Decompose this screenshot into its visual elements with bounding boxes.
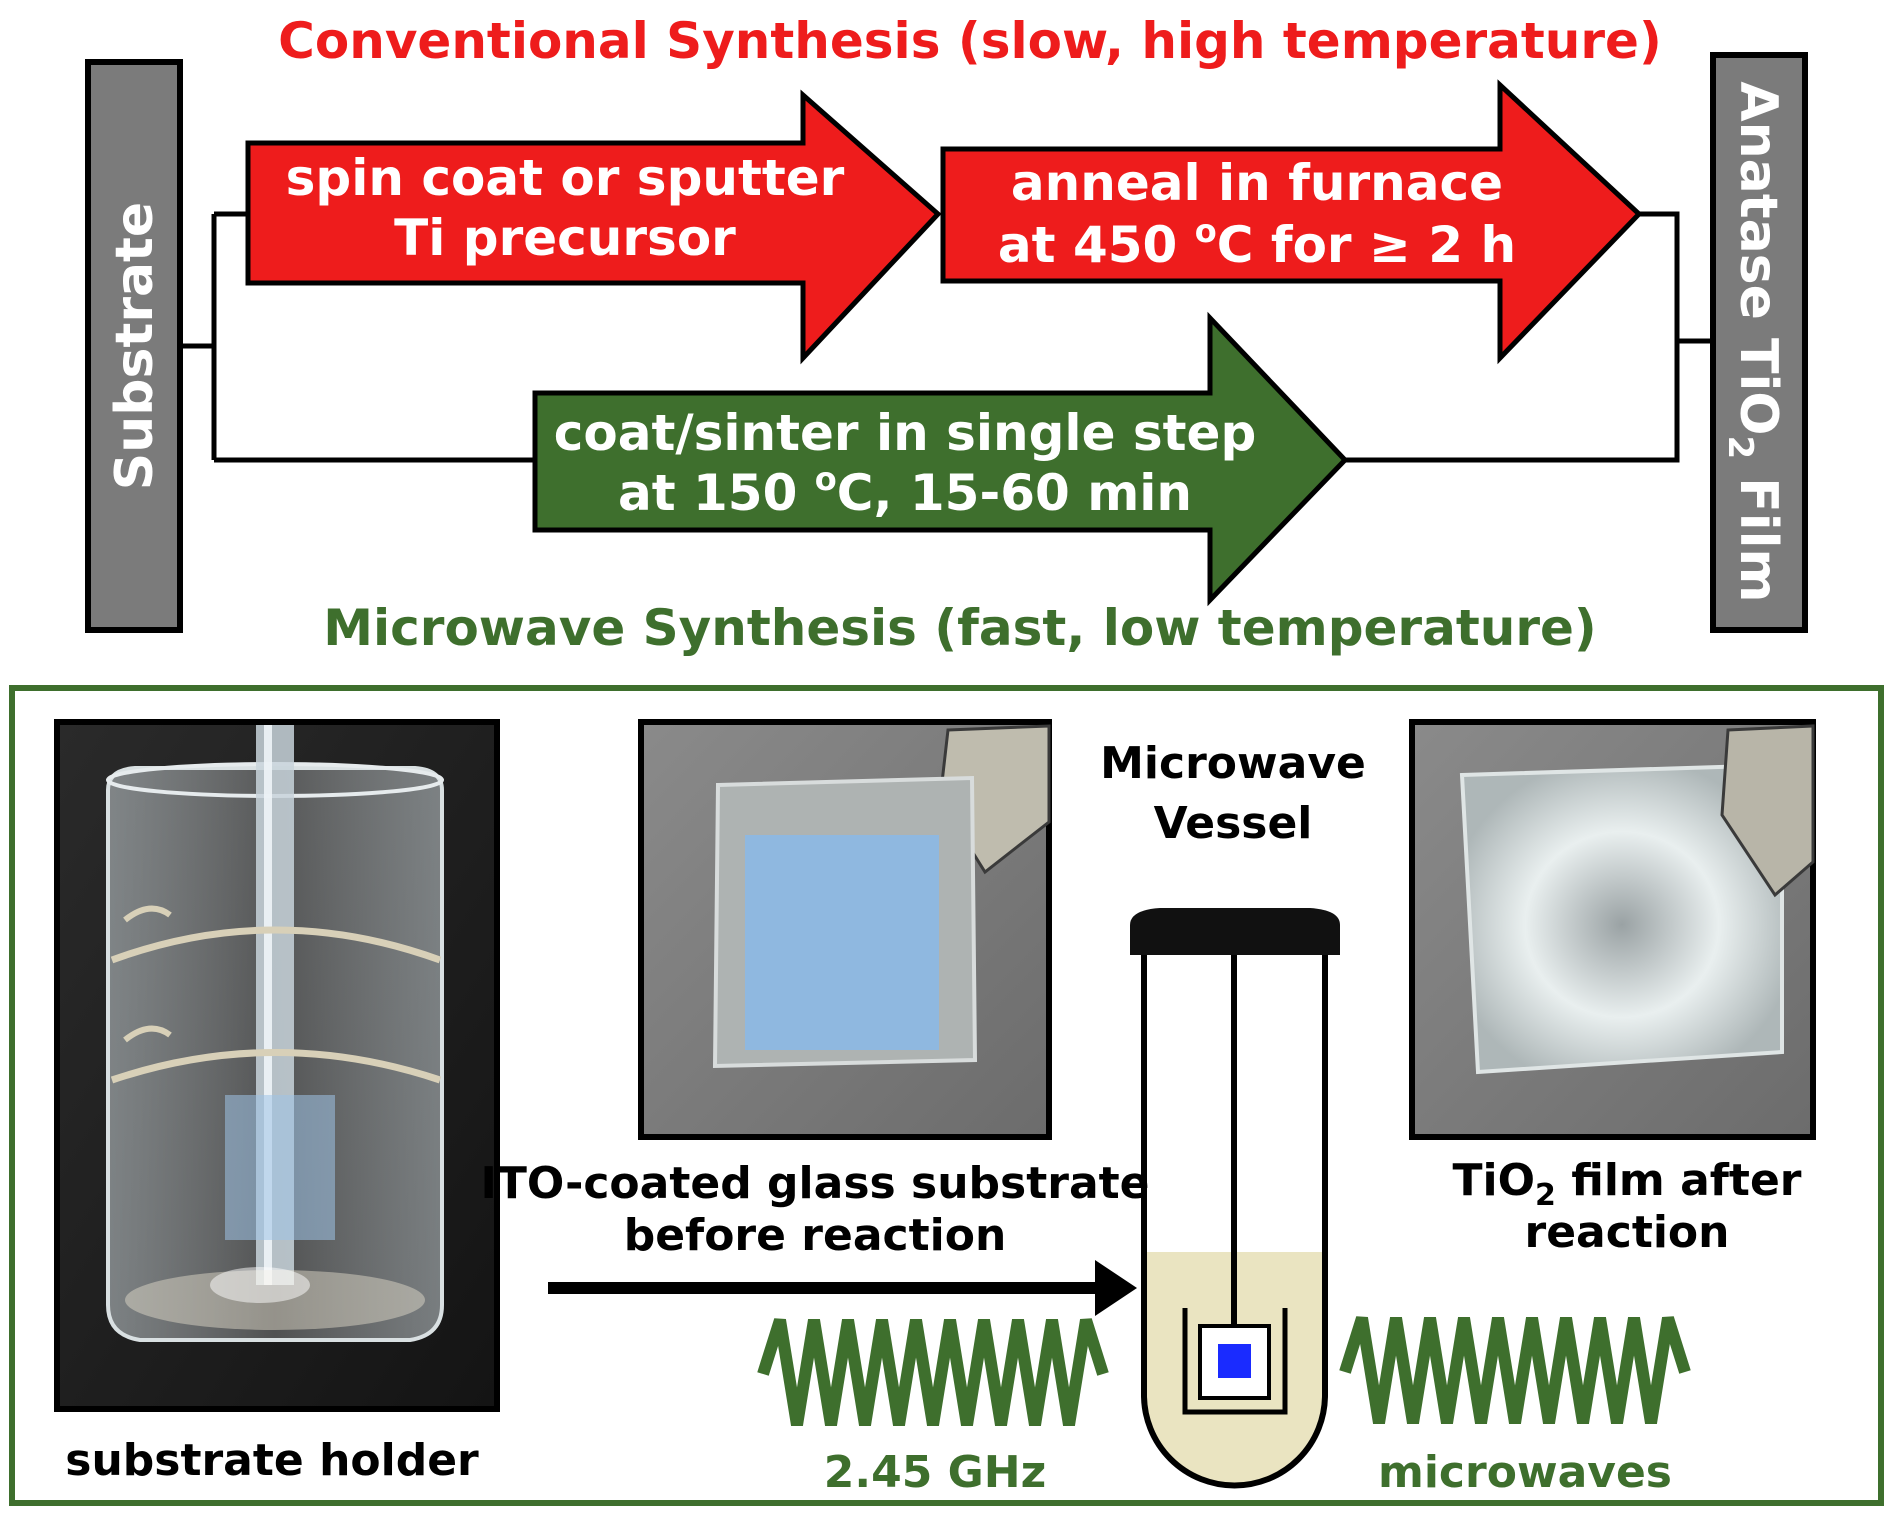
photo-substrate-holder [54,719,500,1412]
frequency-label: 2.45 GHz [824,1447,1046,1498]
title-conventional: Conventional Synthesis (slow, high tempe… [278,12,1662,70]
microwaves-label: microwaves [1378,1447,1672,1498]
vessel-label-line1: Microwave [1100,738,1366,789]
arrow-spin-coat-line2: Ti precursor [394,209,736,267]
arrow-spin-coat-line1: spin coat or sputter [286,149,845,207]
arrow-microwave-step: coat/sinter in single step at 150 oC, 15… [532,311,1349,607]
ito-caption-line2: before reaction [624,1210,1007,1261]
substrate-label: Substrate [105,202,165,490]
substrate-bar: Substrate [85,59,183,633]
connector-lines [180,211,1713,463]
photo-ito-before [638,719,1052,1140]
tio2-caption-line2: reaction [1525,1207,1730,1258]
anatase-film-bar: Anatase TiO2 Film [1710,52,1808,633]
arrow-anneal-line1: anneal in furnace [1011,154,1503,212]
microwave-zigzag-right [1339,1316,1691,1424]
arrow-anneal-line2: at 450 oC for ≥ 2 h [998,212,1516,274]
photo-tio2-after [1409,719,1816,1140]
arrow-microwave-line1: coat/sinter in single step [554,404,1257,462]
arrow-into-vessel [548,1260,1137,1316]
tio2-caption-line1: TiO2 film after [1453,1155,1802,1213]
arrow-spin-coat: spin coat or sputter Ti precursor [245,89,942,365]
substrate-holder-caption: substrate holder [65,1435,479,1486]
vessel-label-line2: Vessel [1154,798,1313,849]
arrow-anneal: anneal in furnace at 450 oC for ≥ 2 h [940,79,1643,365]
ito-caption-line1: ITO-coated glass substrate [480,1158,1149,1209]
microwave-zigzag-left [757,1318,1109,1426]
title-microwave: Microwave Synthesis (fast, low temperatu… [323,599,1597,657]
arrow-microwave-line2: at 150 oC, 15-60 min [618,460,1192,522]
anatase-label: Anatase TiO2 Film [1720,81,1788,602]
microwave-vessel [1130,908,1340,1489]
